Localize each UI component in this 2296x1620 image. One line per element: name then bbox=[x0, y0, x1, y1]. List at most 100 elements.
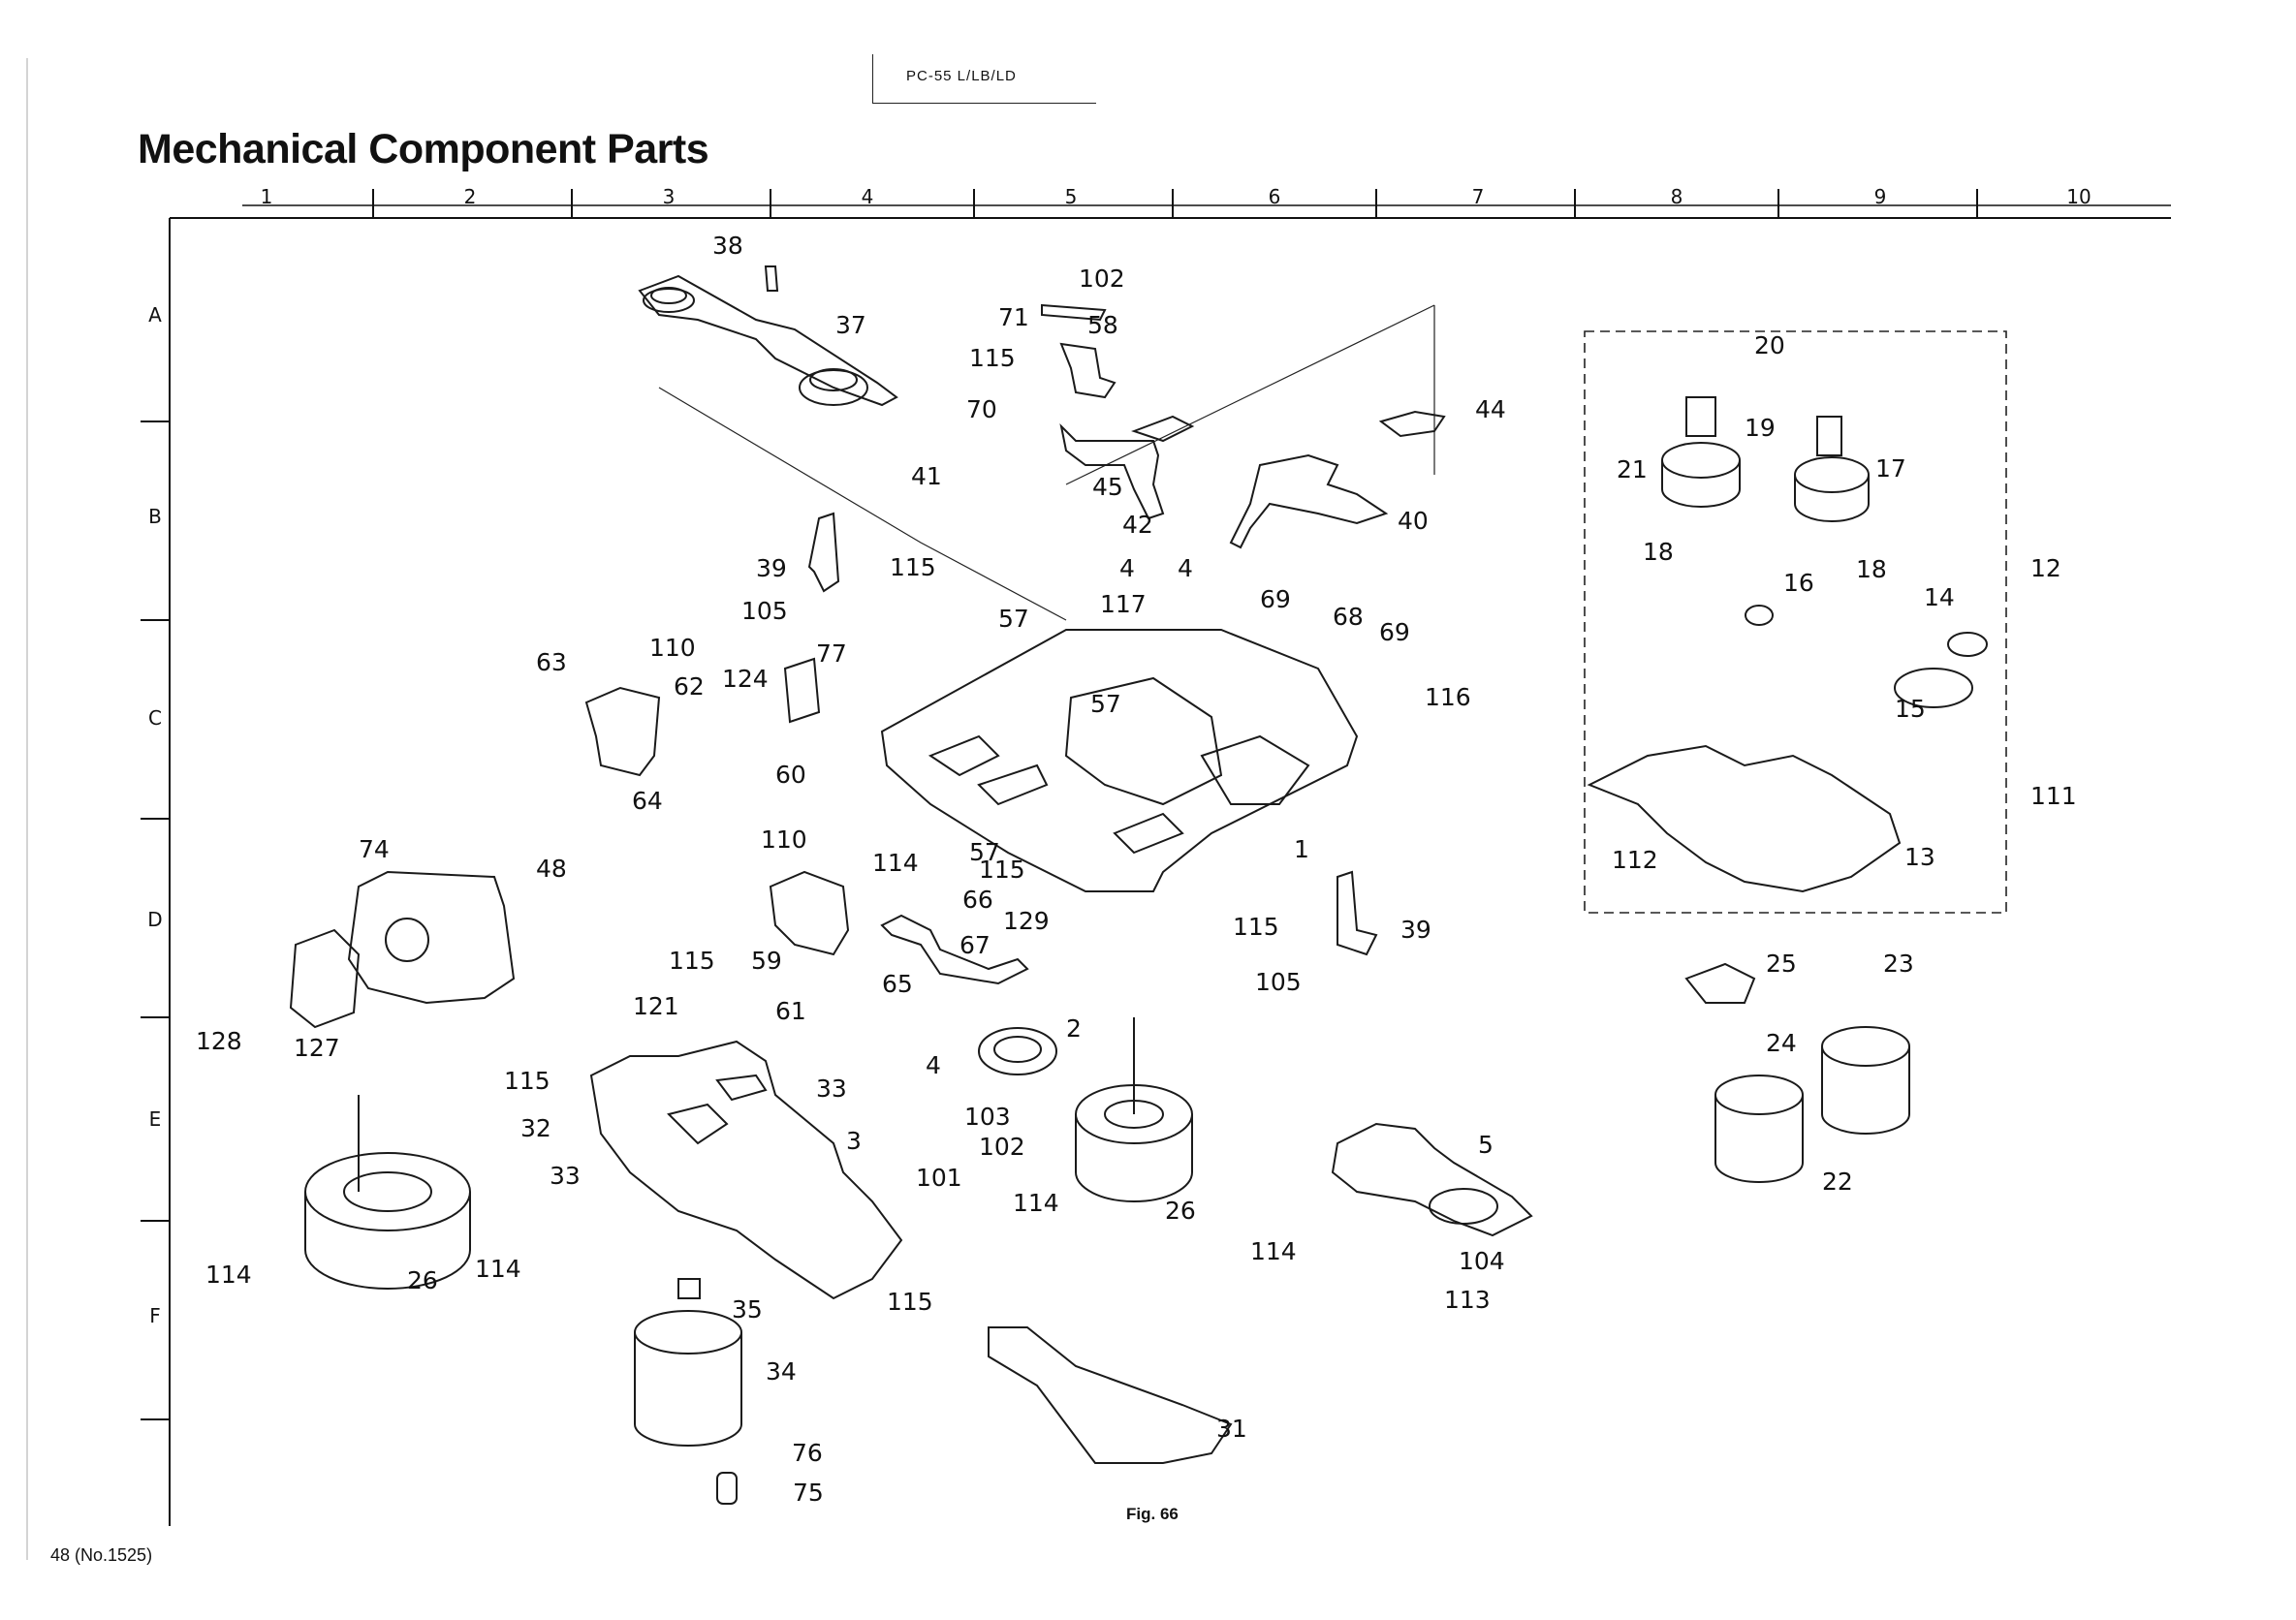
part-callout-101: 101 bbox=[916, 1164, 962, 1192]
model-id: PC-55 L/LB/LD bbox=[906, 68, 1017, 84]
part-callout-32: 32 bbox=[520, 1114, 551, 1142]
part-callout-39: 39 bbox=[1400, 916, 1431, 944]
part-callout-13: 13 bbox=[1904, 843, 1935, 871]
part-callout-70: 70 bbox=[966, 395, 997, 423]
part-callout-48: 48 bbox=[536, 855, 567, 883]
part-callout-38: 38 bbox=[712, 232, 743, 260]
part-callout-104: 104 bbox=[1459, 1247, 1505, 1275]
part-callout-103: 103 bbox=[964, 1103, 1011, 1131]
part-callout-44: 44 bbox=[1475, 395, 1506, 423]
part-callout-12: 12 bbox=[2030, 554, 2061, 582]
part-callout-102: 102 bbox=[979, 1133, 1025, 1161]
part-callout-114: 114 bbox=[1013, 1189, 1059, 1217]
part-callout-69: 69 bbox=[1379, 618, 1410, 646]
part-callout-71: 71 bbox=[998, 303, 1029, 331]
grid-row-E: E bbox=[149, 1107, 162, 1131]
part-callout-115: 115 bbox=[890, 553, 936, 581]
part-callout-124: 124 bbox=[722, 665, 769, 693]
part-callout-114: 114 bbox=[872, 849, 919, 877]
part-callout-115: 115 bbox=[1233, 913, 1279, 941]
part-callout-76: 76 bbox=[792, 1439, 823, 1467]
part-callout-24: 24 bbox=[1766, 1029, 1797, 1057]
part-callout-59: 59 bbox=[751, 947, 782, 975]
grid-row-C: C bbox=[148, 706, 162, 730]
part-callout-4: 4 bbox=[1178, 554, 1193, 582]
part-callout-21: 21 bbox=[1617, 455, 1648, 483]
part-callout-1: 1 bbox=[1294, 835, 1309, 863]
grid-column-4: 4 bbox=[862, 185, 874, 208]
page-title: Mechanical Component Parts bbox=[138, 126, 709, 172]
part-callout-64: 64 bbox=[632, 787, 663, 815]
part-callout-68: 68 bbox=[1333, 603, 1364, 631]
part-callout-19: 19 bbox=[1745, 414, 1776, 442]
grid-column-9: 9 bbox=[1874, 185, 1887, 208]
part-callout-74: 74 bbox=[359, 835, 390, 863]
part-callout-63: 63 bbox=[536, 648, 567, 676]
grid-row-B: B bbox=[148, 505, 162, 528]
part-callout-58: 58 bbox=[1087, 311, 1118, 339]
part-callout-114: 114 bbox=[475, 1255, 521, 1283]
part-callout-31: 31 bbox=[1216, 1415, 1247, 1443]
part-callout-35: 35 bbox=[732, 1295, 763, 1324]
part-callout-110: 110 bbox=[649, 634, 696, 662]
part-callout-57: 57 bbox=[969, 838, 1000, 866]
part-callout-40: 40 bbox=[1398, 507, 1429, 535]
part-callout-115: 115 bbox=[669, 947, 715, 975]
part-callout-62: 62 bbox=[674, 672, 705, 701]
part-callout-115: 115 bbox=[887, 1288, 933, 1316]
part-callout-16: 16 bbox=[1783, 569, 1814, 597]
grid-column-10: 10 bbox=[2066, 185, 2091, 208]
part-callout-105: 105 bbox=[1255, 968, 1302, 996]
part-callout-33: 33 bbox=[816, 1075, 847, 1103]
part-callout-42: 42 bbox=[1122, 511, 1153, 539]
part-callout-41: 41 bbox=[911, 462, 942, 490]
part-callout-115: 115 bbox=[504, 1067, 550, 1095]
part-callout-113: 113 bbox=[1444, 1286, 1491, 1314]
part-callout-4: 4 bbox=[1119, 554, 1135, 582]
part-callout-121: 121 bbox=[633, 992, 679, 1020]
page-footer: 48 (No.1525) bbox=[50, 1545, 153, 1565]
part-callout-23: 23 bbox=[1883, 950, 1914, 978]
part-callout-14: 14 bbox=[1924, 583, 1955, 611]
grid-column-7: 7 bbox=[1472, 185, 1485, 208]
grid-column-1: 1 bbox=[261, 185, 273, 208]
grid-row-A: A bbox=[148, 303, 162, 327]
part-callout-112: 112 bbox=[1612, 846, 1658, 874]
part-callout-22: 22 bbox=[1822, 1168, 1853, 1196]
part-callout-69: 69 bbox=[1260, 585, 1291, 613]
part-callout-67: 67 bbox=[959, 931, 991, 959]
part-callout-105: 105 bbox=[741, 597, 788, 625]
figure-caption: Fig. 66 bbox=[1126, 1505, 1179, 1523]
part-callout-65: 65 bbox=[882, 970, 913, 998]
part-callout-39: 39 bbox=[756, 554, 787, 582]
part-callout-37: 37 bbox=[835, 311, 866, 339]
mechanism-drawing bbox=[289, 265, 2007, 1505]
grid-column-3: 3 bbox=[663, 185, 676, 208]
grid-column-5: 5 bbox=[1065, 185, 1078, 208]
part-callout-61: 61 bbox=[775, 997, 806, 1025]
part-callout-45: 45 bbox=[1092, 473, 1123, 501]
part-callout-115: 115 bbox=[979, 856, 1025, 884]
part-callout-25: 25 bbox=[1766, 950, 1797, 978]
part-callout-20: 20 bbox=[1754, 331, 1785, 359]
part-callout-33: 33 bbox=[550, 1162, 581, 1190]
part-callout-17: 17 bbox=[1875, 454, 1906, 483]
grid-column-2: 2 bbox=[464, 185, 477, 208]
part-callout-18: 18 bbox=[1643, 538, 1674, 566]
grid-row-D: D bbox=[147, 908, 162, 931]
part-callout-34: 34 bbox=[766, 1357, 797, 1386]
part-callout-60: 60 bbox=[775, 761, 806, 789]
part-callout-115: 115 bbox=[969, 344, 1016, 372]
part-callout-15: 15 bbox=[1895, 695, 1926, 723]
part-callout-26: 26 bbox=[1165, 1197, 1196, 1225]
part-callout-18: 18 bbox=[1856, 555, 1887, 583]
part-callout-57: 57 bbox=[998, 605, 1029, 633]
part-callout-2: 2 bbox=[1066, 1014, 1082, 1043]
part-callout-110: 110 bbox=[761, 826, 807, 854]
part-callout-127: 127 bbox=[294, 1034, 340, 1062]
grid-column-6: 6 bbox=[1269, 185, 1281, 208]
